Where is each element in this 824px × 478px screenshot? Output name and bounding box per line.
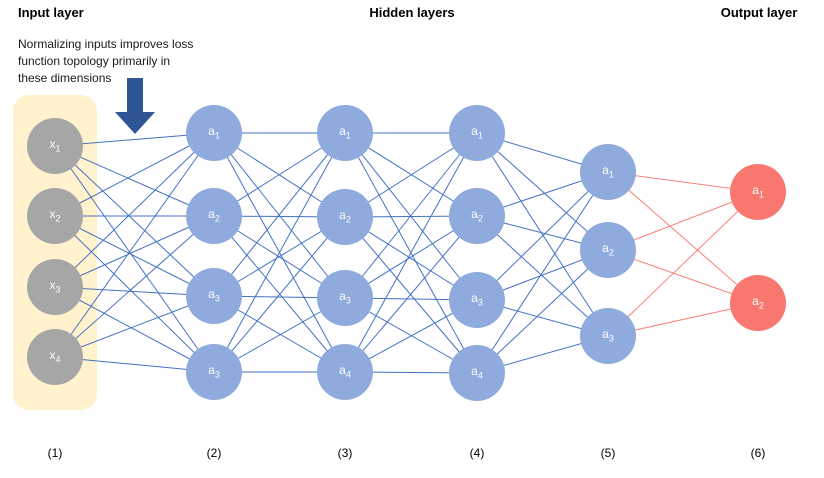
- node-x2: x2: [27, 188, 83, 244]
- layer-index-label-2: (2): [206, 446, 222, 460]
- node-label: a3: [471, 291, 483, 308]
- node-a1: a1: [580, 144, 636, 200]
- node-a3: a3: [317, 270, 373, 326]
- node-a1: a1: [730, 164, 786, 220]
- node-a1: a1: [317, 105, 373, 161]
- node-label: a4: [339, 363, 351, 380]
- hidden-layers-heading: Hidden layers: [369, 5, 455, 20]
- node-a2: a2: [317, 189, 373, 245]
- layer-index-label-6: (6): [750, 446, 766, 460]
- node-a1: a1: [186, 105, 242, 161]
- node-label: x4: [49, 348, 61, 365]
- node-a3: a3: [186, 344, 242, 400]
- normalization-annotation: Normalizing inputs improves loss functio…: [18, 36, 193, 87]
- annotation-line-2: function topology primarily in: [18, 54, 171, 68]
- input-layer-heading: Input layer: [18, 5, 84, 20]
- node-label: a3: [339, 289, 351, 306]
- node-label: a2: [339, 208, 351, 225]
- node-label: a2: [208, 207, 220, 224]
- node-label: a1: [471, 124, 483, 141]
- node-label: x1: [49, 137, 61, 154]
- node-a2: a2: [580, 222, 636, 278]
- output-layer-heading: Output layer: [720, 5, 798, 20]
- node-a3: a3: [449, 272, 505, 328]
- edge-line: [213, 132, 346, 373]
- node-label: a2: [602, 241, 614, 258]
- layer-index-label-5: (5): [600, 446, 616, 460]
- annotation-line-3: these dimensions: [18, 71, 112, 85]
- node-label: a1: [752, 183, 764, 200]
- edge-line: [344, 132, 478, 373]
- node-x4: x4: [27, 329, 83, 385]
- node-a2: a2: [186, 188, 242, 244]
- node-label: x2: [49, 207, 61, 224]
- node-label: a2: [752, 294, 764, 311]
- node-x3: x3: [27, 259, 83, 315]
- node-a2: a2: [730, 275, 786, 331]
- layer-index-label-1: (1): [47, 446, 63, 460]
- edge-line: [344, 132, 478, 374]
- node-a2: a2: [449, 188, 505, 244]
- node-a4: a4: [317, 344, 373, 400]
- node-a3: a3: [580, 308, 636, 364]
- node-label: a3: [208, 287, 220, 304]
- node-x1: x1: [27, 118, 83, 174]
- edge-line: [213, 132, 346, 373]
- node-label: x3: [49, 278, 61, 295]
- node-label: a2: [471, 207, 483, 224]
- node-label: a1: [339, 124, 351, 141]
- node-label: a3: [208, 363, 220, 380]
- layer-index-label-4: (4): [469, 446, 485, 460]
- node-a1: a1: [449, 105, 505, 161]
- node-label: a1: [208, 124, 220, 141]
- node-label: a4: [471, 364, 483, 381]
- annotation-line-1: Normalizing inputs improves loss: [18, 37, 194, 51]
- node-a4: a4: [449, 345, 505, 401]
- node-label: a3: [602, 327, 614, 344]
- node-a3: a3: [186, 268, 242, 324]
- node-label: a1: [602, 163, 614, 180]
- layer-index-label-3: (3): [337, 446, 353, 460]
